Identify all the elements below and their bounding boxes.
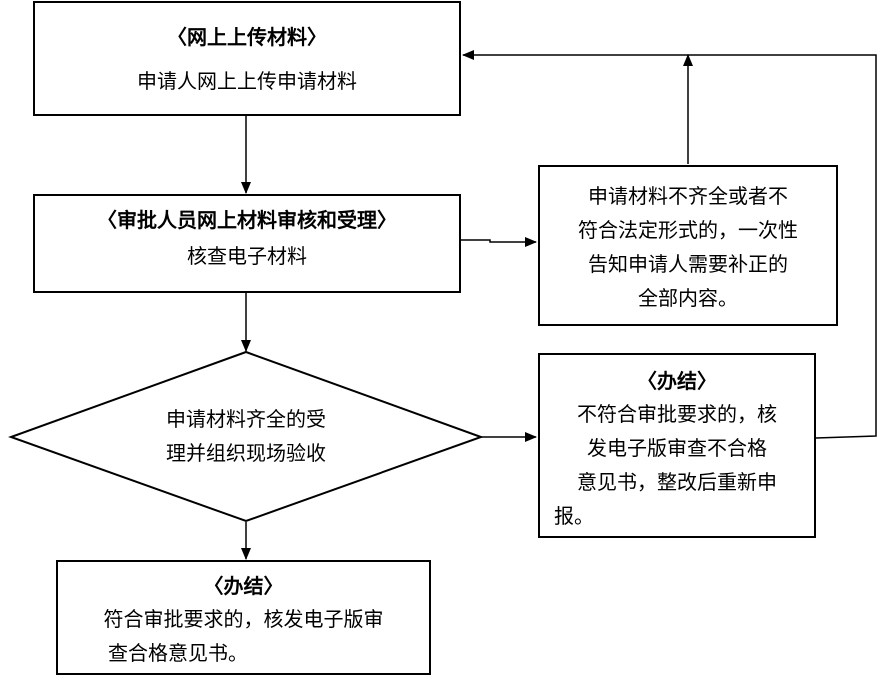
decision-line-1: 申请材料齐全的受 bbox=[166, 407, 326, 431]
approve-node: 〈办结〉 符合审批要求的，核发电子版审 查合格意见书。 bbox=[56, 560, 431, 675]
upload-title: 〈网上上传材料〉 bbox=[167, 25, 327, 49]
upload-node: 〈网上上传材料〉 申请人网上上传申请材料 bbox=[33, 1, 461, 116]
incomplete-line-2: 符合法定形式的，一次性 bbox=[578, 218, 798, 242]
approve-line-2: 查合格意见书。 bbox=[108, 641, 248, 665]
reject-line-2: 发电子版审查不合格 bbox=[587, 436, 767, 460]
approve-line-1: 符合审批要求的，核发电子版审 bbox=[103, 607, 384, 631]
reject-line-4: 报。 bbox=[554, 504, 594, 528]
review-title: 〈审批人员网上材料审核和受理〉 bbox=[97, 208, 397, 232]
incomplete-line-4: 全部内容。 bbox=[638, 286, 738, 310]
arrow-reject-loop-to-upload bbox=[462, 50, 877, 439]
review-node: 〈审批人员网上材料审核和受理〉 核查电子材料 bbox=[33, 194, 461, 293]
upload-body: 申请人网上上传申请材料 bbox=[137, 69, 357, 93]
decision-line-2: 理并组织现场验收 bbox=[166, 441, 326, 465]
reject-line-1: 不符合审批要求的，核 bbox=[577, 402, 777, 426]
incomplete-node: 申请材料不齐全或者不 符合法定形式的，一次性 告知申请人需要补正的 全部内容。 bbox=[538, 165, 838, 326]
arrow-review-to-incomplete bbox=[461, 237, 537, 247]
reject-node: 〈办结〉 不符合审批要求的，核 发电子版审查不合格 意见书，整改后重新申 报。 bbox=[538, 353, 816, 538]
approve-title: 〈办结〉 bbox=[203, 574, 284, 598]
reject-title: 〈办结〉 bbox=[637, 369, 717, 393]
decision-text: 申请材料齐全的受 理并组织现场验收 bbox=[96, 402, 396, 470]
incomplete-line-3: 告知申请人需要补正的 bbox=[588, 252, 788, 276]
review-body: 核查电子材料 bbox=[187, 244, 307, 268]
decision-diamond bbox=[8, 350, 484, 523]
reject-line-3: 意见书，整改后重新申 bbox=[577, 470, 777, 494]
incomplete-line-1: 申请材料不齐全或者不 bbox=[588, 184, 788, 208]
